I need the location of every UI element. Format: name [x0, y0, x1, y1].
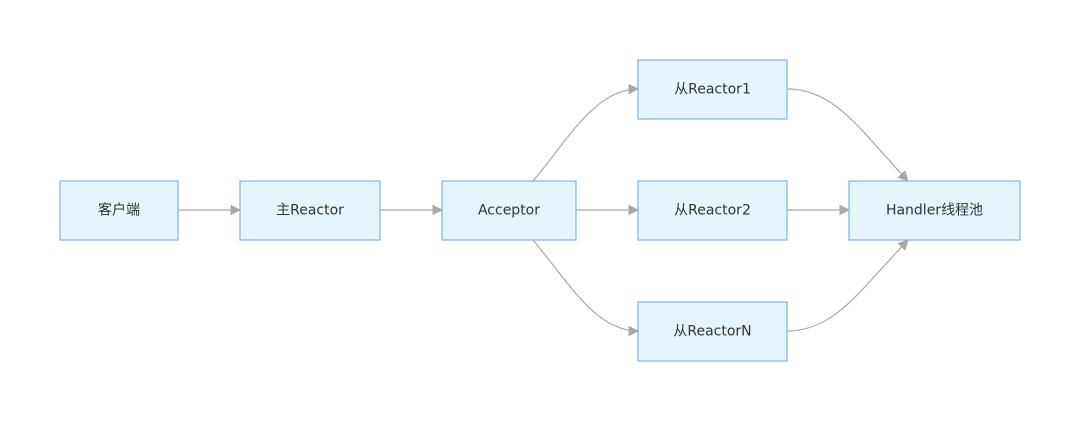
node-sub-reactor-n: 从ReactorN: [637, 301, 788, 362]
edge-acceptor-to-sub-reactor-n: [532, 239, 640, 337]
edge-sub-reactor-n-to-handler-pool: [786, 239, 909, 332]
node-handler-pool: Handler线程池: [848, 180, 1021, 241]
node-sub-reactor-2-label: 从Reactor2: [674, 203, 751, 219]
node-main-reactor-label: 主Reactor: [276, 203, 344, 219]
node-acceptor-label: Acceptor: [478, 203, 540, 219]
edge-acceptor-to-sub-reactor-1: [532, 83, 640, 182]
edge-sub-reactor-1-to-handler-pool: [786, 88, 909, 182]
node-handler-pool-label: Handler线程池: [886, 203, 983, 219]
node-client-label: 客户端: [98, 202, 140, 219]
node-sub-reactor-n-label: 从ReactorN: [673, 324, 751, 340]
node-acceptor: Acceptor: [441, 180, 577, 241]
edges: [178, 83, 909, 337]
node-sub-reactor-2: 从Reactor2: [637, 180, 788, 241]
node-main-reactor: 主Reactor: [239, 180, 381, 241]
node-sub-reactor-1: 从Reactor1: [637, 59, 788, 120]
node-sub-reactor-1-label: 从Reactor1: [674, 82, 751, 98]
node-client: 客户端: [59, 180, 179, 241]
